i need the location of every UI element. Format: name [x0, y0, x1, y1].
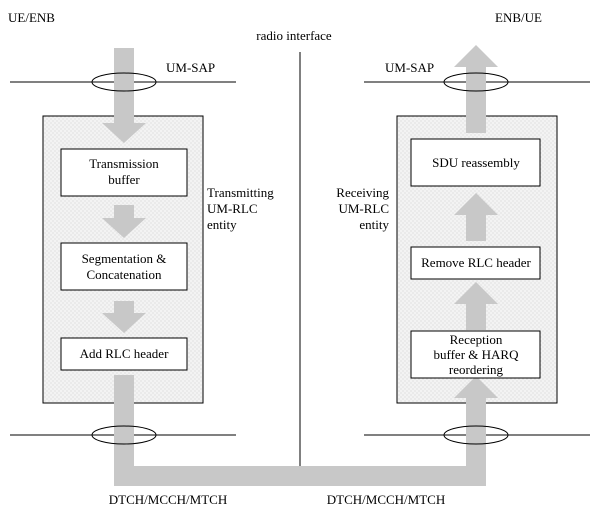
- rx-output-arrow: [454, 45, 498, 133]
- bottom-left-channel-label: DTCH/MCCH/MTCH: [109, 492, 227, 507]
- receiving-entity-label: entity: [359, 217, 389, 232]
- add-rlc-header-box: [60, 337, 188, 371]
- tx-input-arrow: [102, 48, 146, 143]
- segmentation-line2: Concatenation: [86, 267, 162, 282]
- right-bottom-ellipse: [443, 425, 509, 445]
- transmission-buffer-box: [60, 148, 188, 197]
- receiving-label: Receiving: [336, 185, 389, 200]
- left-bottom-ellipse: [91, 425, 157, 445]
- reception-buffer-box: [410, 330, 541, 379]
- transmitting-umrlc-label: UM-RLC: [207, 201, 258, 216]
- channel-path: [114, 375, 498, 486]
- right-um-sap-ellipse: [443, 72, 509, 92]
- sdu-reassembly-label: SDU reassembly: [432, 155, 520, 170]
- rx-flow-arrows: [454, 45, 498, 330]
- transmitting-label: Transmitting: [207, 185, 274, 200]
- reception-buffer-line1: Reception: [450, 332, 503, 347]
- segmentation-line1: Segmentation &: [82, 251, 167, 266]
- left-um-sap-ellipse: [91, 72, 157, 92]
- right-node-label: ENB/UE: [495, 10, 542, 25]
- rx-arrow-1: [454, 282, 498, 330]
- reception-buffer-line3: reordering: [449, 362, 504, 377]
- transmission-buffer-line1: Transmission: [89, 156, 159, 171]
- bottom-right-channel-label: DTCH/MCCH/MTCH: [327, 492, 445, 507]
- remove-rlc-header-label: Remove RLC header: [421, 255, 531, 270]
- left-node-label: UE/ENB: [8, 10, 55, 25]
- right-um-sap-label: UM-SAP: [385, 60, 434, 75]
- rx-arrow-2: [454, 193, 498, 241]
- tx-arrow-1: [102, 205, 146, 238]
- segmentation-box: [60, 242, 188, 291]
- sdu-reassembly-box: [410, 138, 541, 187]
- tx-arrow-2: [102, 301, 146, 333]
- reception-buffer-line2: buffer & HARQ: [434, 347, 520, 362]
- left-um-sap-label: UM-SAP: [166, 60, 215, 75]
- radio-interface-label: radio interface: [256, 28, 332, 43]
- remove-rlc-header-box: [410, 246, 541, 280]
- tx-flow-arrows: [102, 48, 498, 486]
- add-rlc-header-label: Add RLC header: [80, 346, 169, 361]
- receiving-umrlc-label: UM-RLC: [338, 201, 389, 216]
- transmission-buffer-line2: buffer: [108, 172, 140, 187]
- transmitting-entity-label: entity: [207, 217, 237, 232]
